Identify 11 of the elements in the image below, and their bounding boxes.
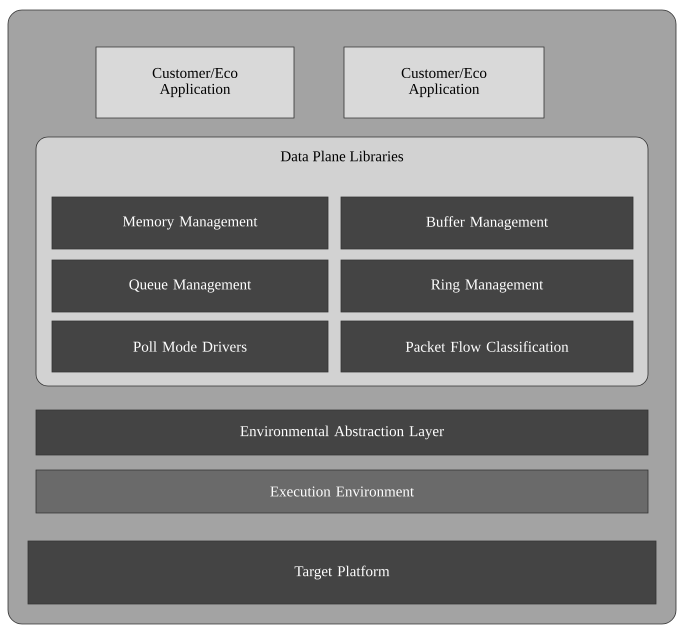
library-box: Packet Flow Classification xyxy=(340,320,634,372)
platform-bar: Target Platform xyxy=(28,540,656,604)
layer-bar: Execution Environment xyxy=(36,470,648,514)
library-box: Queue Management xyxy=(52,260,328,312)
layer-bar: Environmental Abstraction Layer xyxy=(36,410,648,456)
library-box: Memory Management xyxy=(52,196,328,250)
library-box: Buffer Management xyxy=(340,196,634,250)
library-box: Ring Management xyxy=(340,260,634,312)
library-box: Poll Mode Drivers xyxy=(52,320,328,372)
application-box: Customer/Eco Application xyxy=(344,46,544,118)
application-box: Customer/Eco Application xyxy=(96,46,294,118)
